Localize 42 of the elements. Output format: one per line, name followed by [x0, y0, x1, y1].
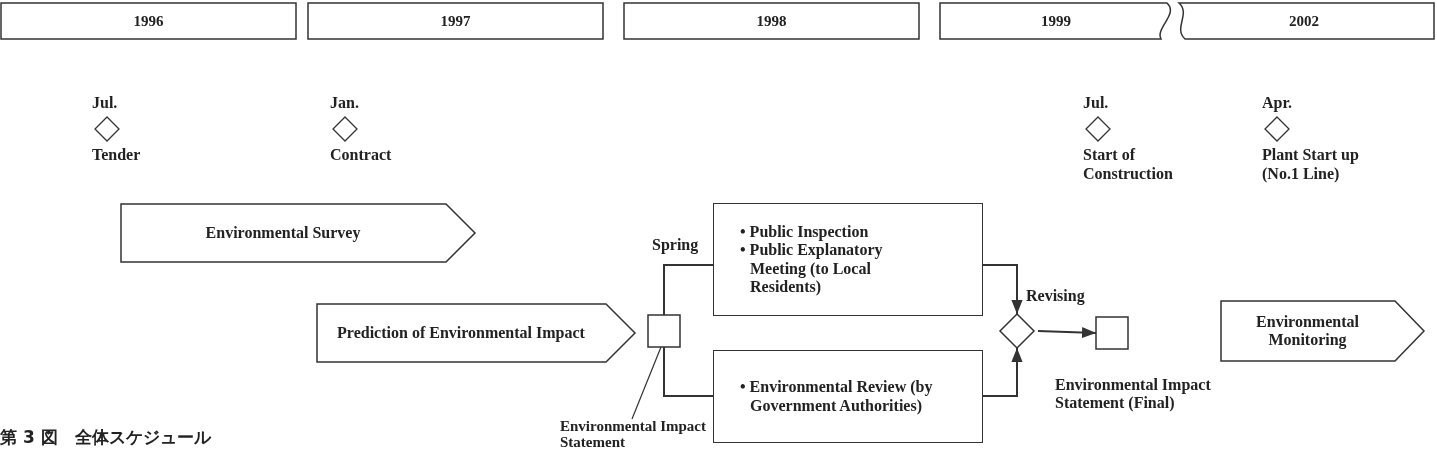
bullet-item: • Public Explanatory Meeting (to Local Residents): [740, 241, 884, 297]
process-box: [713, 350, 983, 443]
decision-diamond: [1000, 314, 1034, 348]
connector-line: [1037, 326, 1097, 339]
connector-line: [982, 347, 1023, 397]
document-square: [1096, 317, 1128, 349]
month-label: Jul.: [1083, 94, 1109, 113]
process-box: [713, 203, 983, 316]
milestone-label: Start of Construction: [1083, 146, 1174, 184]
connector-line: [663, 264, 714, 316]
milestone-label: Contract: [330, 146, 392, 165]
year-box: [939, 2, 1173, 40]
phase-bar: [316, 303, 636, 363]
phase-bar: [120, 203, 476, 263]
phase-bar: [1220, 300, 1425, 362]
month-label: Jan.: [330, 94, 359, 113]
month-label: Jul.: [92, 94, 118, 113]
node-caption: Revising: [1026, 287, 1086, 305]
year-box: [0, 2, 297, 40]
process-label: Environmental Survey: [205, 223, 361, 243]
process-label: Environmental Monitoring: [1255, 312, 1360, 350]
leader-line: [631, 346, 662, 420]
year-label: 2002: [1289, 12, 1319, 30]
process-label: Prediction of Environmental Impact: [337, 323, 585, 343]
month-label: Apr.: [1262, 94, 1293, 113]
milestone-label: Plant Start up (No.1 Line): [1262, 146, 1360, 184]
connector-line: [982, 264, 1023, 315]
year-box: [623, 2, 920, 40]
year-label: 1997: [440, 12, 471, 30]
milestone-label: Tender: [92, 146, 141, 165]
year-label: 1998: [756, 12, 787, 30]
bullet-item: • Environmental Review (by Government Authorities): [740, 378, 934, 415]
statement-label: Environmental Impact Statement: [560, 419, 710, 451]
year-label: 1999: [1041, 12, 1071, 30]
node-caption: Environmental Impact Statement (Final): [1055, 376, 1212, 412]
bullet-item: • Public Inspection: [740, 222, 870, 242]
figure-caption: 第 3 図 全体スケジュール: [0, 426, 211, 449]
document-square: [648, 315, 680, 347]
year-label: 1996: [133, 12, 164, 30]
connector-line: [663, 346, 714, 397]
timing-label: Spring: [652, 236, 699, 254]
year-box: [307, 2, 604, 40]
